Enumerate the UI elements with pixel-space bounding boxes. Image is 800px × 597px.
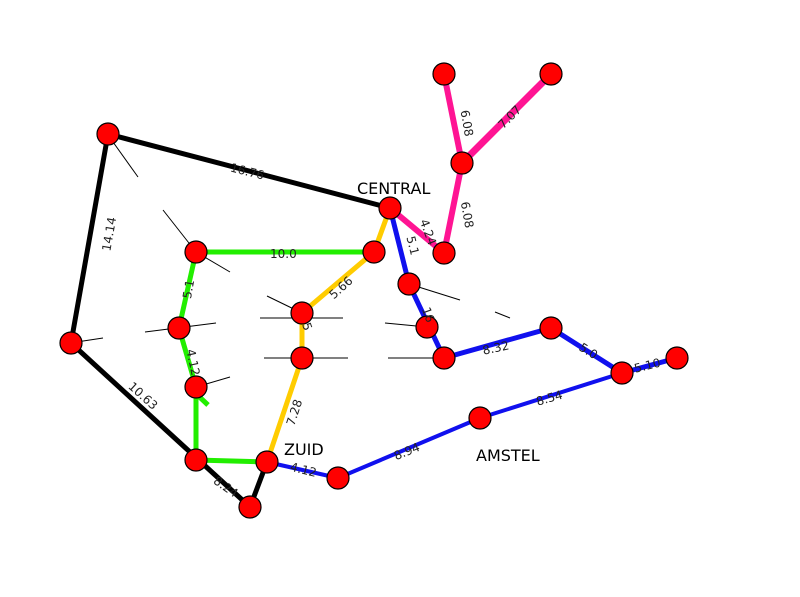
edge-label-yellow-top: 5.66	[326, 274, 355, 302]
station-node-amstel[interactable]	[468, 406, 492, 430]
edge-label-green-mid: 4.12	[183, 348, 202, 377]
station-node[interactable]	[184, 448, 208, 472]
station-node[interactable]	[539, 62, 563, 86]
edge-label-blue-far: 5.10	[633, 356, 662, 376]
edge-label-small-2: 5	[299, 321, 315, 333]
station-node[interactable]	[59, 331, 83, 355]
station-node[interactable]	[326, 466, 350, 490]
station-node[interactable]	[290, 301, 314, 325]
station-nodes	[59, 62, 689, 519]
edge-label-blue-mid: 8.32	[481, 338, 510, 357]
edge-label-blue-lower: 8.54	[535, 388, 565, 409]
edge-label-blue-bottom: 8.94	[392, 440, 422, 463]
station-node[interactable]	[362, 240, 386, 264]
pink-line-branch	[459, 71, 554, 166]
station-node-central[interactable]	[378, 196, 402, 220]
edge-label-green-top: 10.0	[270, 247, 297, 261]
station-node[interactable]	[238, 495, 262, 519]
blue-line-thin	[337, 417, 481, 479]
edge-label-small-1: 16	[419, 305, 437, 324]
station-node[interactable]	[184, 375, 208, 399]
station-node[interactable]	[290, 346, 314, 370]
green-line	[176, 249, 374, 465]
station-node[interactable]	[539, 316, 563, 340]
blue-line-lower	[266, 371, 623, 480]
station-node[interactable]	[397, 272, 421, 296]
edge-label-blue-zuid: 4.12	[289, 460, 318, 480]
station-node[interactable]	[450, 151, 474, 175]
edge-label-blue-upper: 5.1	[404, 235, 422, 257]
station-node[interactable]	[432, 241, 456, 265]
edge-label-pink-left: 6.08	[458, 109, 476, 138]
black-line-loop	[68, 133, 270, 510]
station-label-amstel: AMSTEL	[476, 446, 540, 465]
station-node[interactable]	[665, 346, 689, 370]
station-label-central: CENTRAL	[357, 179, 430, 198]
station-node[interactable]	[432, 346, 456, 370]
station-node[interactable]	[432, 62, 456, 86]
station-node[interactable]	[167, 316, 191, 340]
station-node[interactable]	[610, 361, 634, 385]
station-label-zuid: ZUID	[284, 440, 324, 459]
edge-label-pink-low: 6.08	[458, 200, 476, 229]
station-node[interactable]	[96, 122, 120, 146]
station-node[interactable]	[184, 240, 208, 264]
edge-label-black-top: 16.76	[229, 161, 266, 183]
edge-label-black-left: 14.14	[99, 216, 119, 252]
stub	[494, 311, 511, 319]
edge-label-green-left: 5.1	[180, 279, 197, 300]
black-line-top	[107, 131, 391, 211]
pink-line	[388, 73, 465, 256]
station-node[interactable]	[415, 315, 439, 339]
station-node-zuid[interactable]	[255, 450, 279, 474]
